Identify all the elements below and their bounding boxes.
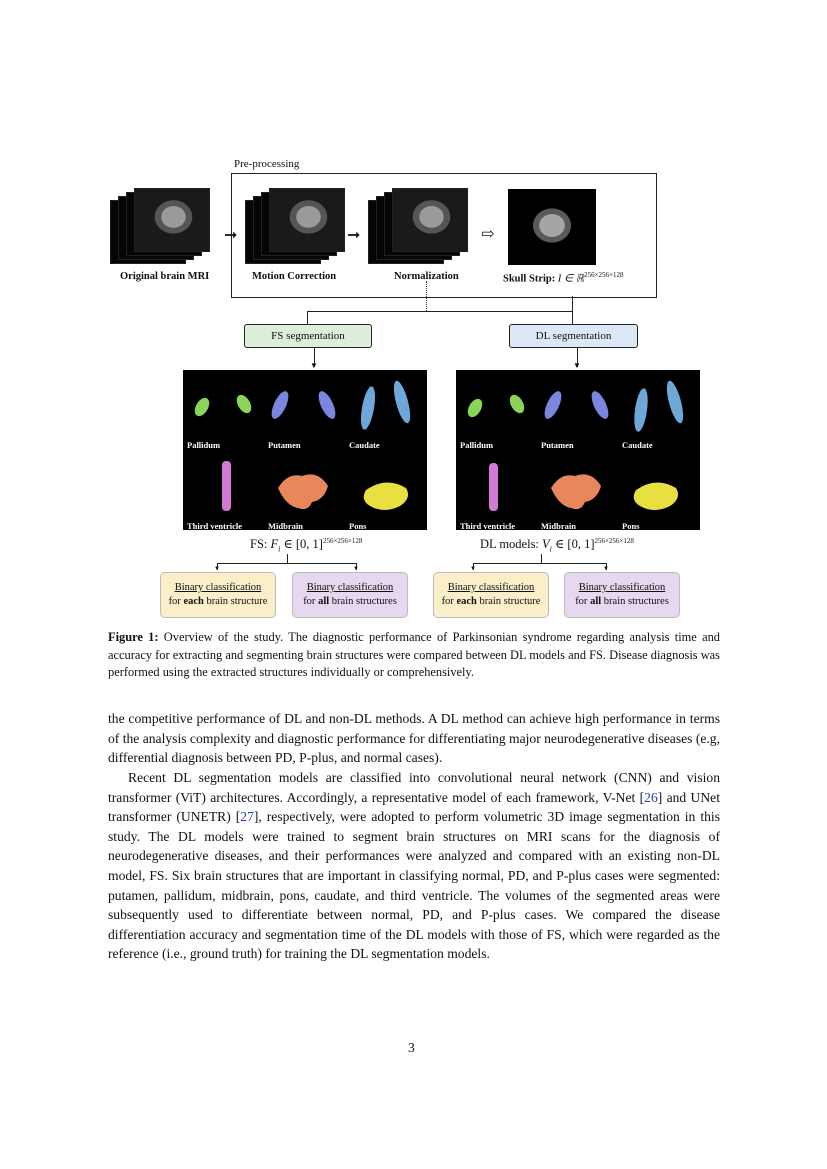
- putamen-shape: [318, 391, 336, 419]
- dl-structures-svg: [467, 380, 684, 511]
- citation-link[interactable]: 27: [240, 809, 254, 825]
- putamen-shape: [544, 391, 562, 419]
- preprocessing-frame: [231, 173, 657, 298]
- preprocessing-title: Pre-processing: [234, 158, 300, 170]
- fs-label-midbrain: Midbrain: [268, 521, 303, 531]
- caudate-shape: [634, 388, 648, 432]
- arrow-icon: ➞: [224, 227, 238, 244]
- fs-label-pons: Pons: [349, 521, 367, 531]
- fs-segmentation-box: FS segmentation: [244, 324, 372, 348]
- dl-classification-all: Binary classification for all brain stru…: [564, 572, 680, 618]
- pallidum-shape: [509, 394, 525, 414]
- dl-label-caudate: Caudate: [622, 440, 653, 450]
- fs-classification-all: Binary classification for all brain stru…: [292, 572, 408, 618]
- midbrain-shape: [278, 474, 328, 510]
- dl-split-stem: [541, 554, 542, 564]
- body-paragraph-2: Recent DL segmentation models are classi…: [108, 770, 720, 962]
- dl-split-right: [606, 563, 607, 570]
- fs-split-bar: [217, 563, 357, 564]
- caption-label: Figure 1:: [108, 630, 159, 644]
- putamen-shape: [271, 391, 289, 419]
- pallidum-shape: [236, 394, 252, 414]
- dl-classification-each: Binary classification for each brain str…: [433, 572, 549, 618]
- arrow-head-icon: ▼: [214, 566, 220, 572]
- midbrain-shape: [551, 474, 601, 510]
- dl-label-pallidum: Pallidum: [460, 440, 494, 450]
- fs-label-third-ventricle: Third ventricle: [187, 521, 243, 531]
- dl-segmentation-box: DL segmentation: [509, 324, 638, 348]
- branch-line-right: [572, 296, 573, 312]
- pallidum-shape: [194, 397, 210, 417]
- arrow-head-icon: ▼: [353, 566, 359, 572]
- dl-label-putamen: Putamen: [541, 440, 574, 450]
- dl-label-third-ventricle: Third ventricle: [460, 521, 516, 531]
- arrow-line-fs: [314, 347, 315, 367]
- page-number: 3: [408, 1040, 415, 1055]
- fs-classification-each: Binary classification for each brain str…: [160, 572, 276, 618]
- fs-output-label: FS: Fi ∈ [0, 1]256×256×128: [250, 536, 363, 554]
- citation-link[interactable]: 26: [644, 789, 658, 805]
- label-skull-strip: Skull Strip: I ∈ ℝ256×256×128: [503, 271, 624, 285]
- arrow-icon: ➞: [347, 227, 361, 244]
- branch-line-fs: [307, 311, 308, 324]
- branch-line-horizontal: [307, 311, 573, 312]
- arrow-head-icon: ▼: [310, 361, 318, 370]
- caudate-shape: [393, 380, 411, 424]
- dl-output-label: DL models: Vi ∈ [0, 1]256×256×128: [480, 536, 634, 554]
- hollow-arrow-icon: ⇨: [481, 226, 495, 243]
- caudate-shape: [360, 386, 376, 430]
- pons-shape: [363, 482, 408, 510]
- fs-label-caudate: Caudate: [349, 440, 380, 450]
- fs-split-stem: [287, 554, 288, 564]
- fs-structures-panel: Pallidum Putamen Caudate Third ventricle…: [183, 370, 427, 531]
- third-ventricle-shape: [222, 461, 231, 511]
- third-ventricle-shape: [489, 463, 498, 511]
- arrow-head-icon: ▼: [470, 566, 476, 572]
- body-paragraph-1: the competitive performance of DL and no…: [108, 711, 720, 766]
- dl-split-left: [473, 563, 474, 570]
- fs-split-left: [217, 563, 218, 570]
- label-normalization: Normalization: [394, 271, 459, 282]
- fs-label-putamen: Putamen: [268, 440, 301, 450]
- dl-structures-panel: Pallidum Putamen Caudate Third ventricle…: [456, 370, 700, 531]
- dl-label-pons: Pons: [622, 521, 640, 531]
- arrow-line-dl: [577, 347, 578, 367]
- fs-label-pallidum: Pallidum: [187, 440, 221, 450]
- pallidum-shape: [467, 398, 483, 418]
- fs-split-right: [356, 563, 357, 570]
- figure-caption: Figure 1: Overview of the study. The dia…: [108, 629, 720, 682]
- label-original-mri: Original brain MRI: [120, 271, 210, 282]
- fs-structures-svg: [194, 380, 411, 511]
- arrow-head-icon: ▼: [573, 361, 581, 370]
- skull-strip-image: [508, 189, 596, 265]
- label-motion-correction: Motion Correction: [252, 271, 337, 282]
- dl-split-bar: [473, 563, 607, 564]
- putamen-shape: [591, 391, 609, 419]
- branch-line-dl: [572, 311, 573, 324]
- arrow-head-icon: ▼: [603, 566, 609, 572]
- dotted-connector: [426, 281, 427, 311]
- caudate-shape: [666, 380, 684, 424]
- pons-shape: [633, 482, 678, 510]
- caption-text: Overview of the study. The diagnostic pe…: [108, 630, 720, 679]
- dl-label-midbrain: Midbrain: [541, 521, 576, 531]
